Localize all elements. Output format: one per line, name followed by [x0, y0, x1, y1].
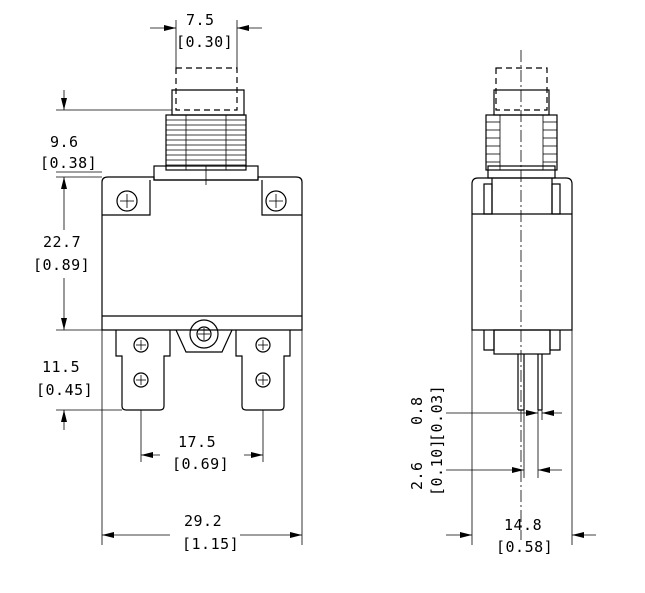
- dim-side-width-inch: [0.58]: [496, 538, 553, 556]
- dim-terminal-offset-mm: 2.6: [408, 461, 426, 490]
- dim-button-width-mm: 7.5: [186, 11, 215, 29]
- dim-terminal-height-mm: 11.5: [42, 358, 80, 376]
- screw-icon: [265, 190, 287, 212]
- dim-body-width-inch: [1.15]: [182, 535, 239, 553]
- screw-icon: [133, 372, 149, 388]
- screw-icon: [255, 337, 271, 353]
- dim-button-height-inch: [0.38]: [40, 154, 97, 172]
- dim-terminal-spacing-mm: 17.5: [178, 433, 216, 451]
- screw-icon: [255, 372, 271, 388]
- dim-terminal-height-inch: [0.45]: [36, 381, 93, 399]
- dim-body-height-mm: 22.7: [43, 233, 81, 251]
- dim-terminal-spacing-inch: [0.69]: [172, 455, 229, 473]
- dim-terminal-thickness-mm: 0.8: [408, 396, 426, 425]
- front-view: 7.5 [0.30] 9.6 [0.38] 22.7 [0.89] 11.5 […: [33, 11, 303, 553]
- dim-button-width-inch: [0.30]: [176, 33, 233, 51]
- dim-button-height-mm: 9.6: [50, 133, 79, 151]
- dim-body-width-mm: 29.2: [184, 512, 222, 530]
- dim-terminal-offset-inch: [0.10]: [428, 439, 446, 496]
- dim-terminal-thickness-inch: [0.03]: [428, 385, 446, 442]
- thread-lines: [486, 115, 557, 170]
- dim-side-width-mm: 14.8: [504, 516, 542, 534]
- screw-icon: [116, 190, 138, 212]
- thread-lines: [166, 115, 246, 170]
- dim-body-height-inch: [0.89]: [33, 256, 90, 274]
- screw-icon: [133, 337, 149, 353]
- side-view: 0.8 [0.03] 2.6 [0.10] 14.8 [0.58]: [408, 50, 596, 556]
- screw-icon: [189, 319, 219, 349]
